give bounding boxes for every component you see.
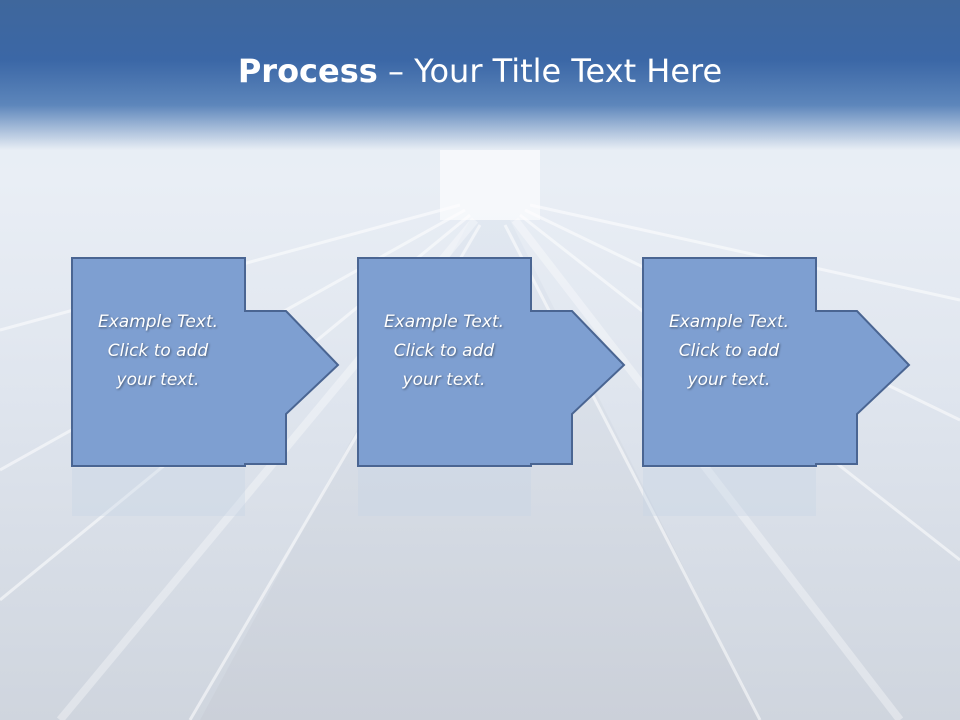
step-shape (71, 257, 340, 516)
step-text-line-3: your text. (116, 370, 200, 390)
process-step-1[interactable]: Example Text. Click to add your text. (70, 256, 380, 516)
step-text-line-3: your text. (402, 370, 486, 390)
process-step-3[interactable]: Example Text. Click to add your text. (641, 256, 951, 516)
step-text-line-1: Example Text. (668, 312, 790, 332)
step-text: Example Text. Click to add your text. (641, 308, 817, 395)
step-text-line-2: Click to add (678, 341, 780, 361)
step-shape (642, 257, 911, 516)
step-text-line-1: Example Text. (97, 312, 219, 332)
title-bar (0, 0, 960, 150)
step-text-line-1: Example Text. (383, 312, 505, 332)
step-text: Example Text. Click to add your text. (70, 308, 246, 395)
step-shape (357, 257, 626, 516)
title-regular-text: – Your Title Text Here (377, 52, 723, 90)
slide-title[interactable]: Process – Your Title Text Here (0, 52, 960, 90)
process-step-2[interactable]: Example Text. Click to add your text. (356, 256, 666, 516)
step-text-line-2: Click to add (393, 341, 495, 361)
title-bold-text: Process (237, 52, 378, 90)
step-text-line-3: your text. (687, 370, 771, 390)
step-text: Example Text. Click to add your text. (356, 308, 532, 395)
step-text-line-2: Click to add (107, 341, 209, 361)
